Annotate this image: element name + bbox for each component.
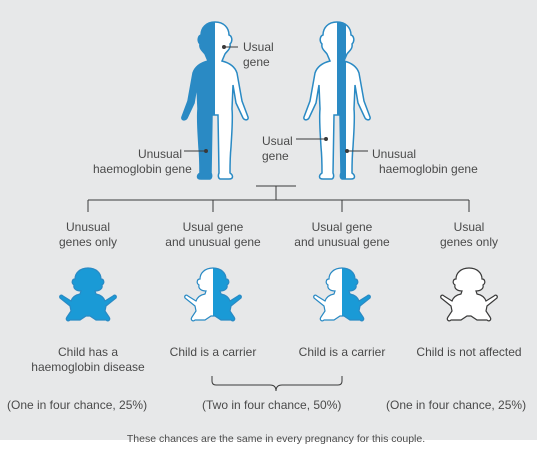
child-unaffected-figure	[441, 268, 498, 321]
chance-label-2: (Two in four chance, 50%)	[202, 398, 341, 413]
unusual-gene-label-left: Unusual	[120, 147, 182, 162]
unusual-gene-label-right-line2: haemoglobin gene	[379, 162, 478, 177]
child-carrier-figure-1	[185, 268, 242, 321]
footnote: These chances are the same in every preg…	[127, 432, 425, 447]
child-outcome-label-3: Child is a carrier	[299, 345, 386, 360]
family-tree-lines	[88, 186, 469, 212]
father-figure	[304, 22, 370, 179]
carrier-brace	[212, 376, 342, 391]
unusual-gene-label-left-line2: haemoglobin gene	[93, 162, 192, 177]
child-carrier-figure-2	[314, 268, 371, 321]
chance-label-1: (One in four chance, 25%)	[7, 398, 147, 413]
child-outcome-label-2: Child is a carrier	[170, 345, 257, 360]
unusual-gene-label-right: Unusual	[372, 147, 416, 162]
child-affected-figure	[60, 268, 117, 321]
mother-figure	[182, 22, 248, 179]
chance-label-3: (One in four chance, 25%)	[386, 398, 526, 413]
child-outcome-label-4: Child is not affected	[416, 345, 521, 360]
